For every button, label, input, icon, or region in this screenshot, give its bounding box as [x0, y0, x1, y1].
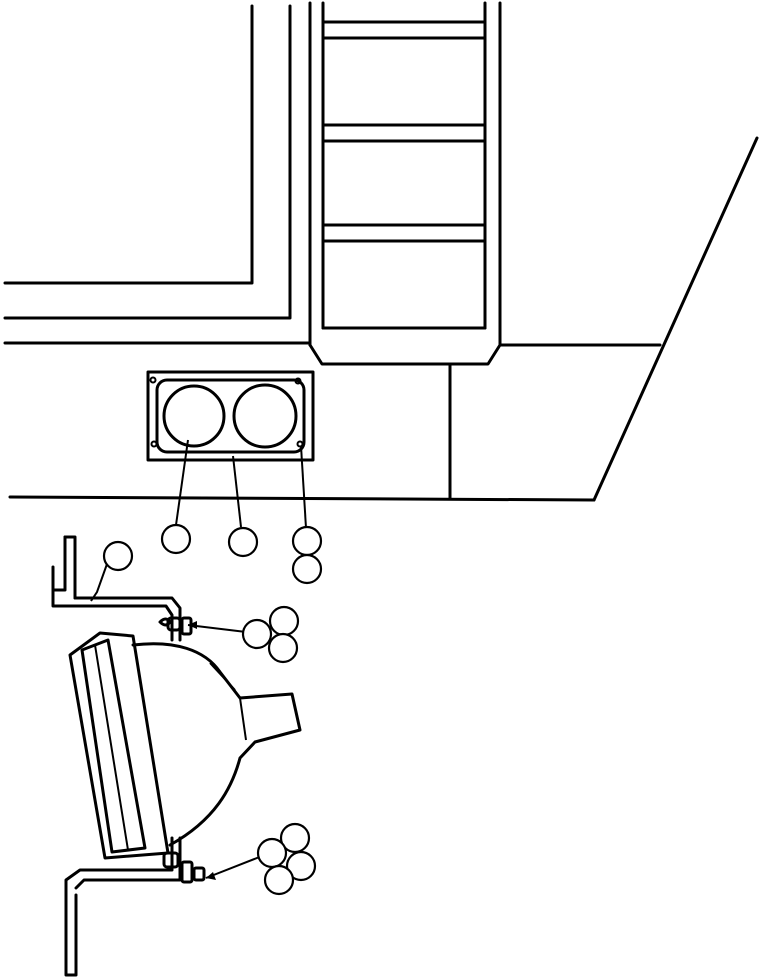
callout-9 [279, 822, 311, 854]
ladder-rungs [321, 20, 487, 243]
callout-6 [268, 605, 300, 637]
callout-8 [267, 632, 299, 664]
body-panel [8, 136, 759, 502]
callout-1 [102, 540, 134, 572]
ladder [308, 1, 502, 366]
callout-7 [241, 618, 273, 650]
wall-outline [3, 4, 312, 345]
upper-bracket [51, 535, 193, 642]
callouts [102, 523, 323, 896]
callout-leaders [90, 439, 307, 880]
callout-11 [285, 850, 317, 882]
callout-2 [160, 523, 192, 555]
callout-10 [256, 837, 288, 869]
callout-4 [291, 525, 323, 557]
callout-12 [263, 864, 295, 896]
lamp-lens-left [162, 384, 226, 448]
callout-5 [291, 553, 323, 585]
work-lamp [68, 631, 302, 860]
callout-3 [227, 526, 259, 558]
twin-lamp-assembly [146, 370, 315, 462]
lamp-lens-right [232, 383, 298, 449]
lower-bracket [64, 836, 206, 977]
